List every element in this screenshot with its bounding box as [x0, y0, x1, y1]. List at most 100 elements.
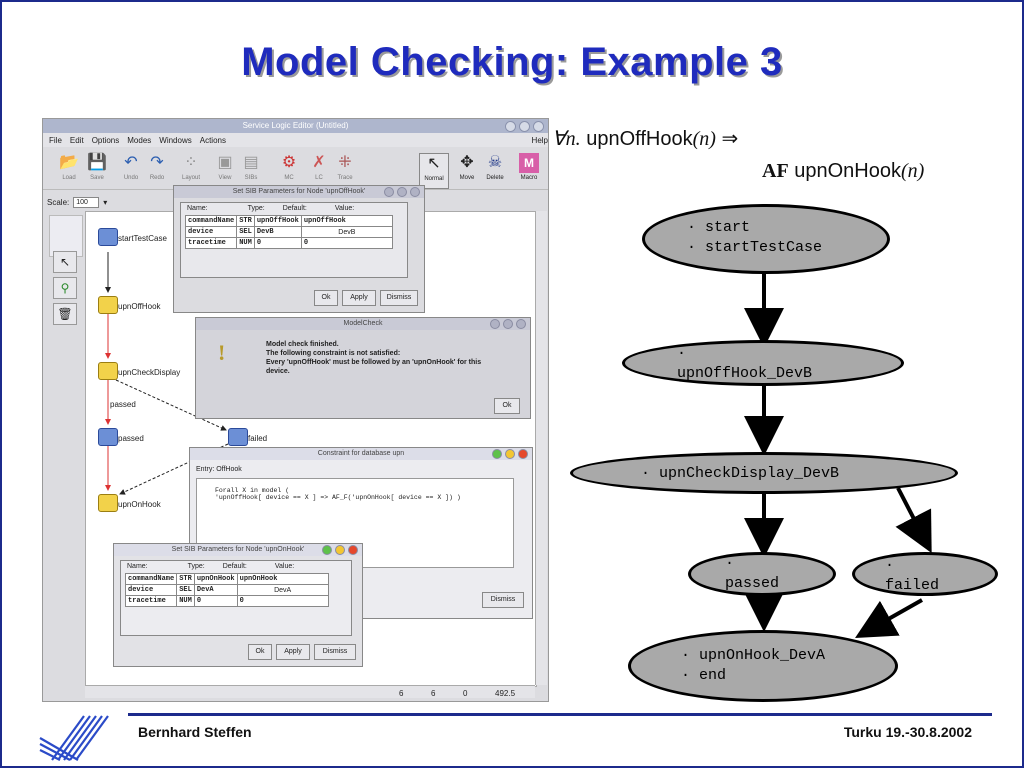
modelcheck-message: Model check finished. The following cons…: [266, 341, 482, 375]
value-field[interactable]: 0: [236, 595, 329, 607]
editor-toolbar: 📂Load 💾Save ↶Undo ↷Redo ⁘Layout ▣View ▤S…: [43, 149, 548, 190]
ok-button[interactable]: Ok: [314, 290, 338, 306]
sib-node-check[interactable]: [98, 362, 118, 380]
chevron-down-icon[interactable]: ▾: [103, 197, 108, 207]
maximize-icon[interactable]: [335, 545, 345, 555]
sib-node-failed[interactable]: [228, 428, 248, 446]
sibs-button[interactable]: ▤SIBs: [237, 153, 265, 187]
menu-help[interactable]: Help: [531, 135, 548, 145]
maximize-icon[interactable]: [397, 187, 407, 197]
dialog-title: Constraint for database upn: [190, 448, 532, 460]
menu-windows[interactable]: Windows: [159, 135, 192, 145]
close-icon[interactable]: [518, 449, 528, 459]
minimize-icon[interactable]: [384, 187, 394, 197]
sib-node-offhook[interactable]: [98, 296, 118, 314]
formula-af-operator: AF: [762, 160, 789, 182]
delete-button[interactable]: ☠Delete: [486, 154, 504, 181]
move-button[interactable]: ✥Move: [453, 153, 481, 187]
device-select[interactable]: DevB: [300, 226, 393, 238]
menu-modes[interactable]: Modes: [127, 135, 152, 145]
dismiss-button[interactable]: Dismiss: [482, 592, 524, 608]
slide-title: Model Checking: Example 3: [241, 40, 783, 84]
close-icon[interactable]: [516, 319, 526, 329]
constraint-entry: Entry: OffHook: [196, 466, 242, 473]
ok-button[interactable]: Ok: [248, 644, 272, 660]
undo-button[interactable]: ↶Undo: [117, 153, 145, 187]
maximize-icon[interactable]: [503, 319, 513, 329]
apply-button[interactable]: Apply: [342, 290, 376, 306]
value-field[interactable]: upnOnHook: [236, 573, 329, 585]
device-select[interactable]: DevA: [236, 584, 329, 596]
dismiss-button[interactable]: Dismiss: [380, 290, 418, 306]
canvas-edges: [105, 252, 229, 495]
layout-button[interactable]: ⁘Layout: [181, 154, 200, 181]
canvas-horizontal-scrollbar[interactable]: [85, 685, 535, 698]
redo-button[interactable]: ↷Redo: [143, 153, 171, 187]
lc-button[interactable]: ✗LC: [305, 153, 333, 187]
menu-edit[interactable]: Edit: [69, 135, 84, 145]
value-field[interactable]: upnOffHook: [300, 215, 393, 227]
scale-label: Scale:: [47, 197, 70, 207]
state-node-start: · start · startTestCase: [642, 204, 890, 274]
formula-arg: (n): [900, 160, 925, 182]
scale-select[interactable]: 100: [73, 196, 100, 208]
sib-node-start[interactable]: [98, 228, 118, 246]
state-node-passed: · passed: [688, 552, 836, 596]
maximize-icon[interactable]: [519, 121, 530, 132]
minimize-icon[interactable]: [492, 449, 502, 459]
trash-icon: 🗑: [57, 307, 73, 321]
sib-label-check: upnCheckDisplay: [118, 368, 181, 377]
normal-mode-button[interactable]: ↖Normal: [419, 153, 449, 189]
params-header: Name:Type:Default:Value:: [187, 205, 355, 212]
close-icon[interactable]: [410, 187, 420, 197]
sib-node-passed[interactable]: [98, 428, 118, 446]
sib-label-onhook: upnOnHook: [118, 500, 161, 509]
folder-icon: 📂: [59, 154, 79, 171]
sib-node-onhook[interactable]: [98, 494, 118, 512]
layout-icon: ⁘: [184, 154, 198, 171]
minimize-icon[interactable]: [322, 545, 332, 555]
select-tool-button[interactable]: ↖: [53, 251, 77, 273]
ok-button[interactable]: Ok: [494, 398, 520, 414]
edge-label-passed: passed: [110, 400, 136, 409]
trash-button[interactable]: 🗑: [53, 303, 77, 325]
mc-button[interactable]: ⚙MC: [275, 153, 303, 187]
view-button[interactable]: ▣View: [211, 153, 239, 187]
maximize-icon[interactable]: [505, 449, 515, 459]
dismiss-button[interactable]: Dismiss: [314, 644, 356, 660]
editor-titlebar: Service Logic Editor (Untitled): [43, 119, 548, 133]
editor-title: Service Logic Editor (Untitled): [242, 121, 349, 130]
close-icon[interactable]: [348, 545, 358, 555]
value-field[interactable]: 0: [300, 237, 393, 249]
connect-tool-button[interactable]: ⚲: [53, 277, 77, 299]
state-node-end: · upnOnHook_DevA · end: [628, 630, 898, 702]
canvas-vertical-scrollbar[interactable]: [535, 211, 547, 685]
minimize-icon[interactable]: [505, 121, 516, 132]
formula-line-2: AF upnOnHook(n): [762, 160, 924, 183]
menu-actions[interactable]: Actions: [199, 135, 226, 145]
save-button[interactable]: 💾Save: [87, 154, 107, 181]
macro-icon: M: [519, 153, 539, 173]
edge-check-failed[interactable]: [115, 379, 227, 431]
apply-button[interactable]: Apply: [276, 644, 310, 660]
status-value-3: 0: [463, 689, 468, 698]
minimize-icon[interactable]: [490, 319, 500, 329]
formula-line-1: ∀n. upnOffHook(n) ⇒: [552, 126, 738, 151]
warning-icon: !: [218, 340, 226, 365]
sib-palette-preview: [49, 215, 83, 257]
load-button[interactable]: 📂Load: [59, 154, 79, 181]
trace-button[interactable]: ⁜Trace: [331, 153, 359, 187]
sib-params-dialog-offhook: Set SIB Parameters for Node 'upnOffHook'…: [173, 185, 425, 313]
menu-file[interactable]: File: [49, 135, 62, 145]
pointer-icon: ↖: [427, 155, 441, 172]
close-icon[interactable]: [533, 121, 544, 132]
menu-options[interactable]: Options: [91, 135, 120, 145]
sib-label-failed: failed: [248, 434, 268, 443]
